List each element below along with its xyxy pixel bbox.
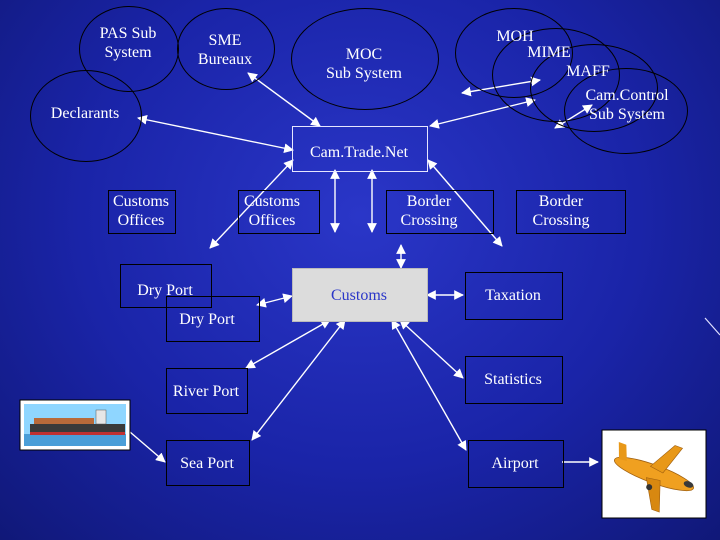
link-camtrade-customs-offices-1 xyxy=(209,159,294,249)
border-crossing-1-label: Border Crossing xyxy=(400,193,458,229)
taxation-box xyxy=(465,272,563,320)
airplane-icon xyxy=(601,429,707,519)
customs-box xyxy=(292,268,428,322)
sme-bureaux-ellipse xyxy=(177,8,275,90)
declarants-ellipse xyxy=(30,70,142,162)
link-declarants-camtrade xyxy=(137,114,294,154)
moc-sub-system-ellipse xyxy=(291,8,439,110)
link-camtrade-border-2 xyxy=(427,159,503,247)
customs-offices-2-box xyxy=(238,190,320,234)
border-crossing-2-box xyxy=(516,190,626,234)
link-customs-airport xyxy=(391,319,467,451)
airport-label: Airport xyxy=(491,455,539,472)
maff-label: MAFF xyxy=(566,63,610,80)
taxation-label: Taxation xyxy=(485,287,541,304)
decor-slash xyxy=(704,317,720,336)
cam-trade-net-box xyxy=(292,126,428,172)
customs-offices-2-label: Customs Offices xyxy=(243,193,300,229)
border-crossing-1-box xyxy=(386,190,494,234)
sme-bureaux-label: SME Bureaux xyxy=(197,32,253,68)
link-customs-dryport xyxy=(256,293,293,308)
declarants-label: Declarants xyxy=(50,105,120,122)
customs-offices-1-label: Customs Offices xyxy=(112,193,169,229)
sea-port-box xyxy=(166,440,250,486)
border-crossing-2-label: Border Crossing xyxy=(532,193,590,229)
cam-trade-net-label: Cam.Trade.Net xyxy=(309,144,409,161)
mime-label: MIME xyxy=(527,44,571,61)
statistics-label: Statistics xyxy=(484,371,542,388)
customs-offices-1-box xyxy=(108,190,176,234)
cam-control-label: Cam.Control Sub System xyxy=(585,87,669,123)
link-customs-statistics xyxy=(399,319,464,379)
dry-port-2-box xyxy=(166,296,260,342)
airport-box xyxy=(468,440,564,488)
statistics-box xyxy=(465,356,563,404)
pas-sub-system-label: PAS Sub System xyxy=(99,25,157,61)
link-customs-seaport xyxy=(251,319,346,441)
river-port-box xyxy=(166,368,248,414)
customs-label: Customs xyxy=(330,287,387,304)
sea-port-label: Sea Port xyxy=(180,455,234,472)
moh-label: MOH xyxy=(496,28,534,45)
link-seaport-ship xyxy=(129,431,166,463)
river-port-label: River Port xyxy=(172,383,240,400)
ship-icon xyxy=(19,399,131,451)
link-moc-camtrade xyxy=(247,72,321,127)
dry-port-1-label: Dry Port xyxy=(137,282,193,299)
moc-sub-system-label: MOC Sub System xyxy=(325,46,402,82)
cam-control-ellipse xyxy=(564,68,688,154)
dry-port-2-label: Dry Port xyxy=(179,311,235,328)
